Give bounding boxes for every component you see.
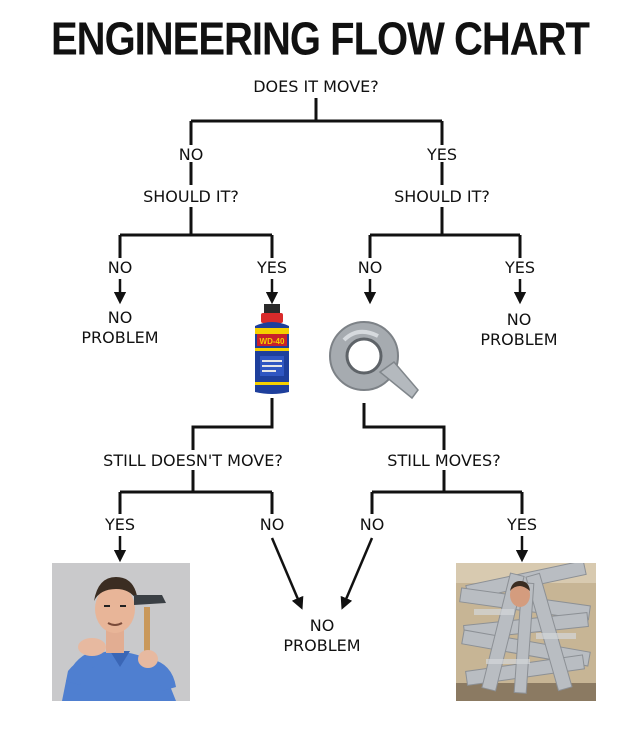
answer-no-sm: NO [359,515,385,534]
man-taped-to-wall-image [456,563,596,701]
wd40-label-text: WD-40 [260,337,285,346]
man-with-hammer-image [52,563,190,701]
answer-no-rl: NO [357,258,383,277]
question-still-moves: STILL MOVES? [387,451,501,470]
no-problem-right: NO PROBLEM [480,310,558,349]
answer-yes-sd: YES [104,515,136,534]
wd40-can-image: WD-40 [255,304,289,394]
chart-title: ENGINEERING FLOW CHART [51,14,590,65]
question-still-doesnt-move: STILL DOESN'T MOVE? [103,451,283,470]
answer-no-top: NO [178,145,204,164]
no-problem-bottom: NO PROBLEM [283,616,361,655]
answer-yes-sm: YES [506,515,538,534]
answer-yes-top: YES [426,145,458,164]
answer-no-ll: NO [107,258,133,277]
answer-yes-rl: YES [504,258,536,277]
question-does-it-move: DOES IT MOVE? [253,77,379,96]
question-should-it-right: SHOULD IT? [394,187,490,206]
no-problem-left: NO PROBLEM [81,308,159,347]
duct-tape-image [329,321,419,400]
answer-no-sd: NO [259,515,285,534]
answer-yes-ll: YES [256,258,288,277]
question-should-it-left: SHOULD IT? [143,187,239,206]
